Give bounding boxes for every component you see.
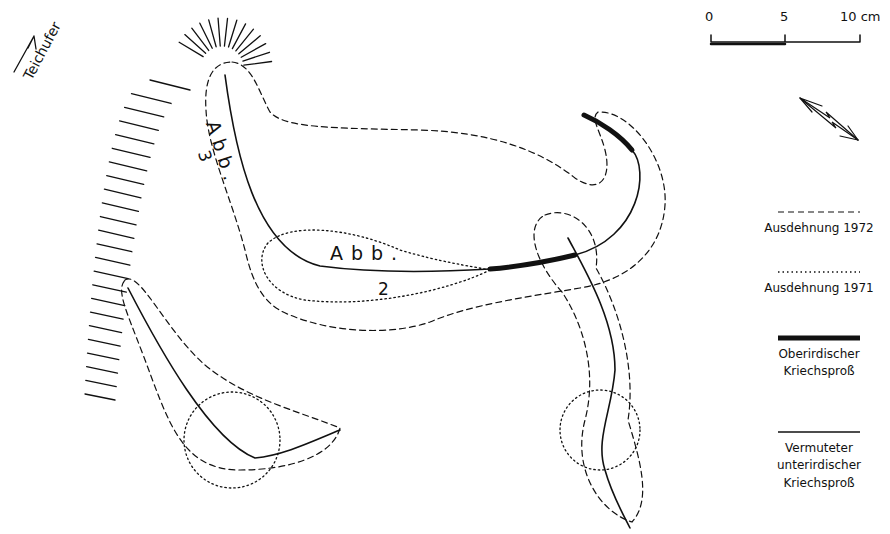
bank-hatch [94, 271, 128, 279]
north-arrow [800, 98, 858, 140]
bank-hatch [218, 18, 220, 46]
figure-reference: 3 [193, 148, 215, 164]
bank-hatch [120, 121, 159, 130]
legend-text: Ausdehnung 1972 [754, 220, 884, 237]
bank-label: Teichufer [20, 19, 64, 83]
bank-hatch [131, 94, 171, 104]
extent-1971 [262, 230, 490, 302]
extent-1972 [206, 62, 665, 330]
legend-sample [778, 211, 860, 212]
aboveground-shoot [490, 255, 575, 269]
bank-hatch [109, 162, 146, 171]
bank-hatch [97, 244, 132, 252]
bank-hatch [112, 148, 150, 157]
bank-hatch [150, 80, 190, 90]
bank-hatch [224, 18, 227, 46]
bank-hatch [87, 353, 118, 360]
bank-hatch [239, 36, 260, 54]
legend-sample [778, 431, 860, 433]
bank-hatch [104, 189, 141, 198]
underground-shoot [568, 238, 630, 528]
bank-hatch [232, 24, 245, 49]
bank-hatch [107, 176, 144, 185]
scale-label: 5 [780, 10, 788, 25]
legend-sample [778, 336, 860, 341]
legend-text: Vermuteter unterirdischer Kriechsproß [764, 440, 874, 492]
bank-hatch [96, 257, 130, 265]
legend-text: Ausdehnung 1971 [754, 280, 884, 297]
bank-hatch [88, 339, 120, 346]
figure-reference: Abb. [330, 243, 405, 265]
bank-hatch [102, 203, 138, 211]
bank-hatch [116, 135, 154, 144]
scale-label: 0 [705, 10, 713, 25]
bank-hatch [90, 312, 123, 319]
bank-hatch [87, 367, 118, 373]
bank-hatch [179, 42, 203, 56]
bank-hatch [85, 394, 115, 400]
extent-1972 [534, 213, 643, 522]
bank-hatch [209, 20, 216, 47]
bank-hatch [185, 35, 206, 54]
bank-hatch [100, 217, 136, 225]
underground-shoot [575, 150, 640, 255]
bank-hatch [125, 107, 164, 117]
underground-shoot [225, 75, 490, 272]
bank-hatch [244, 62, 272, 66]
bank-hatch [243, 52, 270, 61]
bank-hatch [236, 29, 254, 51]
legend-text: Oberirdischer Kriechsproß [764, 346, 874, 381]
bank-hatch [192, 28, 209, 50]
underground-shoot [128, 288, 340, 458]
extent-1972 [122, 279, 340, 470]
extent-1971 [560, 390, 640, 470]
figure-reference: 2 [378, 280, 389, 300]
bank-hatch [86, 380, 116, 386]
aboveground-shoot [584, 115, 632, 150]
bank-hatch [99, 230, 134, 238]
bank-hatch [92, 298, 125, 305]
scale-bar [711, 35, 860, 44]
legend-sample [778, 271, 860, 272]
scale-label: 10 cm [840, 10, 881, 25]
bank-hatch [89, 326, 121, 333]
